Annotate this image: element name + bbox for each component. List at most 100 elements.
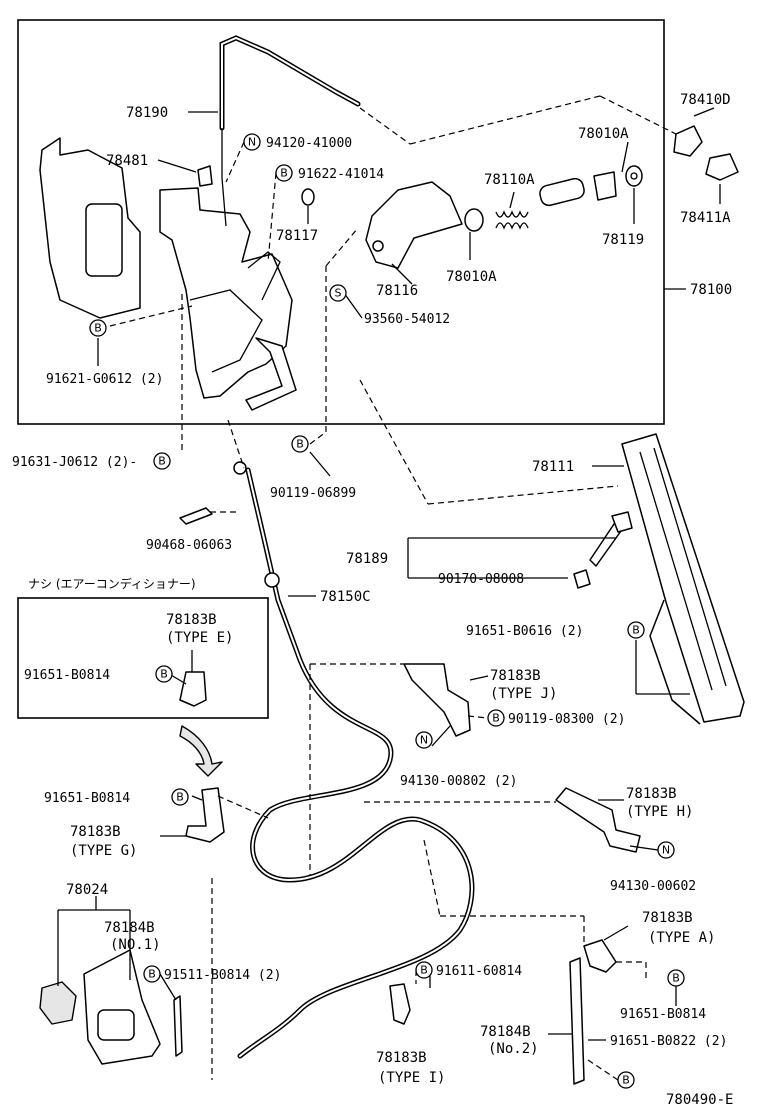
svg-text:N: N [248, 136, 256, 149]
label-91651-B0616: 91651-B0616 (2) [466, 624, 583, 639]
symbol-b-91651-b0616: B [627, 621, 645, 639]
svg-text:B: B [160, 668, 168, 681]
label-type-g: (TYPE G) [70, 843, 137, 859]
svg-text:B: B [632, 624, 640, 637]
symbol-n-94130-00802: N [415, 731, 433, 749]
symbol-b-91511: B [143, 965, 161, 983]
svg-text:B: B [158, 455, 166, 468]
label-78110A: 78110A [484, 172, 535, 188]
symbol-b-91651-b0822: B [617, 1071, 635, 1089]
cable-78190 [219, 35, 361, 131]
clip-78411A [705, 153, 739, 181]
label-90468-06063: 90468-06063 [146, 538, 232, 553]
label-78190: 78190 [126, 105, 168, 121]
symbol-b-91631: B [153, 452, 171, 470]
label-91622-41014: 91622-41014 [298, 167, 384, 182]
label-91651-B0814-a: 91651-B0814 [620, 1007, 706, 1022]
svg-text:B: B [176, 791, 184, 804]
svg-text:B: B [492, 712, 500, 725]
label-94130-00602: 94130-00602 [610, 879, 696, 894]
svg-text:B: B [94, 322, 102, 335]
label-78183B-i: 78183B [376, 1050, 427, 1066]
label-91621-G0612: 91621-G0612 (2) [46, 372, 163, 387]
svg-text:B: B [280, 167, 288, 180]
svg-text:S: S [335, 287, 342, 300]
svg-text:B: B [148, 968, 156, 981]
symbol-n-94130-00602: N [657, 841, 675, 859]
label-78024: 78024 [66, 882, 108, 898]
label-type-a: (TYPE A) [648, 930, 715, 946]
label-type-j: (TYPE J) [490, 686, 557, 702]
assembly-frame-78100 [17, 19, 665, 425]
symbol-b-box: B [155, 665, 173, 683]
symbol-b-91651-g: B [171, 788, 189, 806]
label-type-i: (TYPE I) [378, 1070, 445, 1086]
clip-78117 [301, 188, 315, 206]
flow-arrow [179, 725, 223, 777]
label-78183B-h: 78183B [626, 786, 677, 802]
pedal-bracket [159, 187, 293, 399]
label-no2: (No.2) [488, 1041, 539, 1057]
label-78117: 78117 [276, 228, 318, 244]
symbol-b-91611: B [415, 961, 433, 979]
label-78183B-a: 78183B [642, 910, 693, 926]
label-78150C: 78150C [320, 589, 371, 605]
label-90170-08008: 90170-08008 [438, 572, 524, 587]
bracket-type-g [185, 787, 225, 843]
clip-78024 [39, 981, 77, 1025]
spring-78110A [495, 210, 529, 218]
diagram-id: 780490-E [666, 1092, 733, 1108]
label-78411A: 78411A [680, 210, 731, 226]
label-78116: 78116 [376, 283, 418, 299]
label-90119-06899: 90119-06899 [270, 486, 356, 501]
symbol-b-91622: B [275, 164, 293, 182]
symbol-b-90119-08300: B [487, 709, 505, 727]
variant-box [17, 597, 269, 719]
label-box-78183B: 78183B [166, 612, 217, 628]
label-78100: 78100 [690, 282, 732, 298]
bracket-type-j [403, 663, 471, 737]
clip-78481 [197, 165, 213, 187]
shaft-pin [539, 177, 585, 207]
pivot-plate-78116 [365, 181, 463, 269]
label-91611-60814: 91611-60814 [436, 964, 522, 979]
label-91511-B0814: 91511-B0814 (2) [164, 968, 281, 983]
label-90119-08300: 90119-08300 (2) [508, 712, 625, 727]
label-91651-B0822: 91651-B0822 (2) [610, 1034, 727, 1049]
label-78183B-j: 78183B [490, 668, 541, 684]
label-78010A-top: 78010A [578, 126, 629, 142]
label-no1: (NO.1) [110, 937, 161, 953]
label-78119: 78119 [602, 232, 644, 248]
symbol-n-94120: N [243, 133, 261, 151]
bracket-type-h [555, 787, 641, 853]
label-78010A-mid: 78010A [446, 269, 497, 285]
symbol-b-90119-06899: B [291, 435, 309, 453]
svg-text:B: B [672, 972, 680, 985]
label-78189: 78189 [346, 551, 388, 567]
bushing-78010A [464, 208, 484, 232]
svg-text:B: B [420, 964, 428, 977]
accelerator-pedal-78111 [621, 433, 745, 723]
svg-text:B: B [296, 438, 304, 451]
label-94130-00802: 94130-00802 (2) [400, 774, 517, 789]
label-type-h: (TYPE H) [626, 804, 693, 820]
label-93560-54012: 93560-54012 [364, 312, 450, 327]
svg-text:B: B [622, 1074, 630, 1087]
label-78111: 78111 [532, 459, 574, 475]
label-91651-B0814-g: 91651-B0814 [44, 791, 130, 806]
label-78481: 78481 [106, 153, 148, 169]
symbol-b-91651-a: B [667, 969, 685, 987]
label-78184B-2: 78184B [480, 1024, 531, 1040]
label-box-type-e: (TYPE E) [166, 630, 233, 646]
bracket-type-a [583, 939, 617, 973]
symbol-s-93560: S [329, 284, 347, 302]
bushing-78010A-top [593, 171, 617, 201]
label-94120-41000: 94120-41000 [266, 136, 352, 151]
label-78410D: 78410D [680, 92, 731, 108]
label-78183B-g: 78183B [70, 824, 121, 840]
bracket-78184B-no2 [569, 957, 585, 1085]
variant-box-title: ナシ (エアーコンディショナー) [28, 576, 196, 591]
bracket-type-i [389, 983, 411, 1025]
label-91631-J0612: 91631-J0612 (2)- [12, 455, 137, 470]
